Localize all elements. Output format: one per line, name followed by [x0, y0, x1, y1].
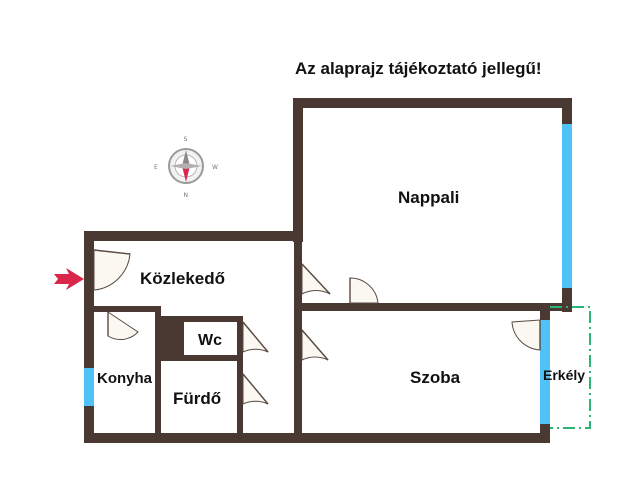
doors: [93, 249, 541, 405]
compass-east-label: E: [154, 164, 158, 171]
compass-south-label: S: [184, 136, 188, 143]
nappali-window: [562, 124, 572, 288]
balcony-outline: [550, 306, 591, 429]
room-label-wc: Wc: [198, 332, 222, 349]
room-label-konyha: Konyha: [97, 370, 153, 387]
walls: [84, 98, 572, 443]
room-label-kozlekedo: Közlekedő: [140, 269, 225, 288]
nappali-door: [349, 277, 379, 304]
compass-north-label: N: [184, 192, 189, 199]
compass-west-label: W: [212, 164, 218, 171]
room-label-nappali: Nappali: [398, 188, 459, 207]
konyha-window: [84, 368, 94, 406]
room-label-szoba: Szoba: [410, 368, 461, 387]
room-label-furdo: Fürdő: [173, 389, 221, 408]
room-label-erkely: Erkély: [543, 367, 585, 383]
entrance-door: [93, 249, 131, 291]
disclaimer-note: Az alaprajz tájékoztató jellegű!: [295, 59, 542, 78]
windows: [84, 124, 572, 424]
szoba-window: [540, 320, 550, 424]
balcony-door: [511, 319, 541, 351]
entry-arrow-icon: [54, 268, 84, 290]
compass-icon: S N E W: [154, 136, 218, 199]
kitchen-door: [107, 311, 139, 340]
